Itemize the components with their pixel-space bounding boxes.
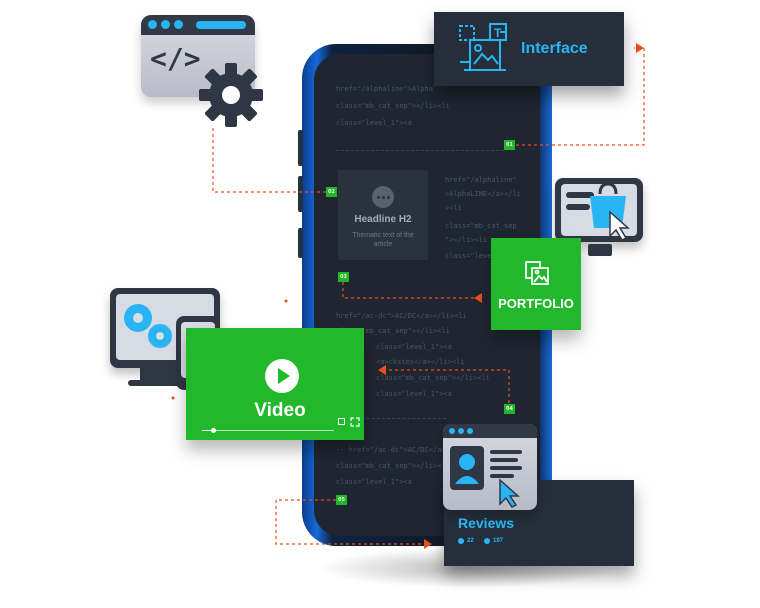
connector-05 [275,499,424,545]
phone-side-button [298,130,303,166]
window-dot [148,20,157,29]
divider [336,150,504,151]
arrow-head [474,293,482,303]
code-line: <a>ckstex</a></li><li [376,358,465,366]
interface-title: Interface [521,40,588,57]
connector-03 [342,282,480,299]
code-line: "></li><li [445,236,488,244]
shopping-bag-icon [590,182,630,241]
video-progress-knob[interactable] [210,428,216,433]
ui-bar [566,192,594,198]
code-line: >AlphaLINE</a></li [445,190,521,198]
window-dot [458,428,464,434]
window-address-bar [196,21,246,29]
window-dot [174,20,183,29]
window-dot [467,428,473,434]
code-line: class="mb_cat_sep"></li><li [336,462,450,470]
arrow-head [636,43,644,53]
headline-subtitle: Thematic text of the article [352,232,414,248]
connector-02 [212,128,326,193]
settings-gears-icon [124,304,172,348]
gear-icon [199,63,263,127]
ui-bar [566,204,590,210]
step-marker: 05 [336,495,347,505]
subtitles-icon[interactable] [338,418,345,425]
code-line: href="/alphaline">Alpha [336,85,433,93]
video-progress-fill [202,430,213,431]
monitor-stand [588,244,612,256]
code-line: class="level_1"><a [336,478,412,486]
chat-icon [372,186,394,208]
red-dot [171,396,175,400]
code-line: class="mb_cat_sep"></li><li [376,374,490,382]
step-marker: 01 [504,140,515,150]
step-marker: 02 [326,187,337,197]
portfolio-title: PORTFOLIO [498,296,574,311]
phone-side-button [298,176,303,212]
code-line: href="/alphaline" [445,176,517,184]
arrow-head [378,365,386,375]
monitor-base [128,380,188,386]
code-line: class="mb_cat_sep"></li><li [336,102,450,110]
code-line: class="level_1"><a [336,119,412,127]
interface-card[interactable] [434,12,624,86]
code-line: class="level_1"><a [376,343,452,351]
image-icon [525,261,549,285]
video-title: Video [254,400,306,421]
user-profile-icon [450,446,522,508]
arrow-head [424,539,432,549]
code-brackets-icon: </> [150,42,201,75]
stat-value: 197 [493,538,504,544]
comment-icon [484,538,490,544]
svg-text:T: T [494,26,502,40]
reviews-title: Reviews [458,515,515,531]
code-line: -- href="/ac-dc">AC/DC</a></li><li [336,446,480,454]
phone-side-button [298,228,303,258]
step-marker: 03 [338,272,349,282]
code-line: class="mb_cat_sep"></li><li [336,327,450,335]
window-dot [449,428,455,434]
headline-title: Headline H2 [354,214,412,225]
play-icon[interactable] [264,358,300,394]
connector-04 [388,369,510,403]
divider [336,418,446,419]
monitor-stand [140,368,176,382]
window-titlebar [443,424,537,438]
headline-card[interactable] [338,170,428,260]
video-progress-track[interactable] [202,430,334,431]
red-dot [284,299,288,303]
user-icon [458,538,464,544]
stat-value: 22 [467,538,474,544]
interface-icon: T [459,23,507,71]
step-marker: 04 [504,404,515,414]
fullscreen-icon[interactable] [350,417,360,427]
code-line: class="mb_cat_sep [445,222,517,230]
code-line: class="level_1" [445,252,509,260]
code-line: href="/ac-dc">AC/DC</a></li><li [336,312,467,320]
code-line: ><li [445,204,462,212]
window-dot [161,20,170,29]
code-line: class="level_1"><a [376,390,452,398]
